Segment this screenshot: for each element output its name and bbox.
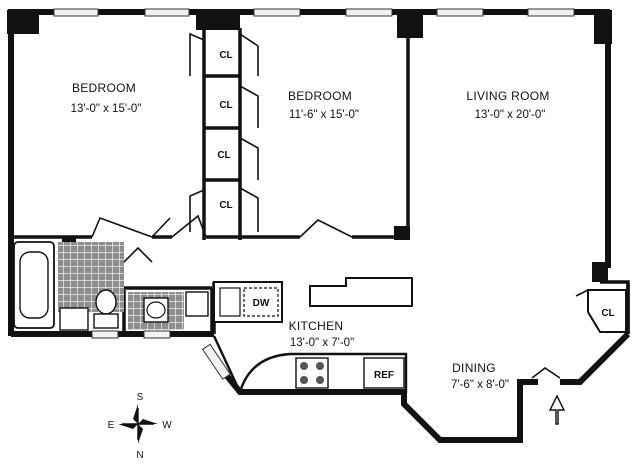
room-name-bedroom-2: BEDROOM (288, 89, 352, 103)
windows (53, 8, 575, 17)
kitchen-windows (201, 343, 231, 380)
kitchen: DW REF (212, 277, 413, 394)
kitchen-outer-wall (203, 331, 631, 443)
room-dims-living: 13'-0" x 20'-0" (475, 109, 546, 121)
powder-room (128, 291, 209, 330)
room-name-dining: DINING (452, 361, 496, 375)
dishwasher-label: DW (253, 298, 270, 309)
room-name-living: LIVING ROOM (466, 89, 549, 103)
closet-doors (189, 32, 259, 232)
bath-windows (91, 330, 171, 339)
compass-west: W (162, 420, 172, 431)
closet-label-1: CL (219, 50, 232, 61)
room-name-bedroom-1: BEDROOM (72, 81, 136, 95)
arrow-up-icon (548, 394, 566, 425)
room-name-kitchen: KITCHEN (289, 319, 344, 333)
columns (7, 10, 612, 282)
closet-label-3: CL (217, 150, 230, 161)
compass-north: N (136, 450, 143, 461)
bathroom (13, 241, 124, 331)
compass-east: E (108, 420, 115, 431)
closet-label-4: CL (219, 200, 232, 211)
refrigerator-label: REF (374, 370, 394, 381)
closet-label-5: CL (601, 308, 614, 319)
room-dims-dining: 7'-6" x 8'-0" (451, 379, 509, 391)
room-doors (91, 214, 561, 379)
compass-rose-icon: S N E W (108, 392, 173, 461)
compass-south: S (137, 392, 144, 403)
closet-label-2: CL (219, 100, 232, 111)
room-dims-bedroom-1: 13'-0" x 15'-0" (71, 103, 142, 115)
living-closet (575, 289, 627, 333)
room-dims-kitchen: 13'-0" x 7'-0" (290, 337, 354, 349)
room-dims-bedroom-2: 11'-6" x 15'-0" (289, 109, 359, 121)
